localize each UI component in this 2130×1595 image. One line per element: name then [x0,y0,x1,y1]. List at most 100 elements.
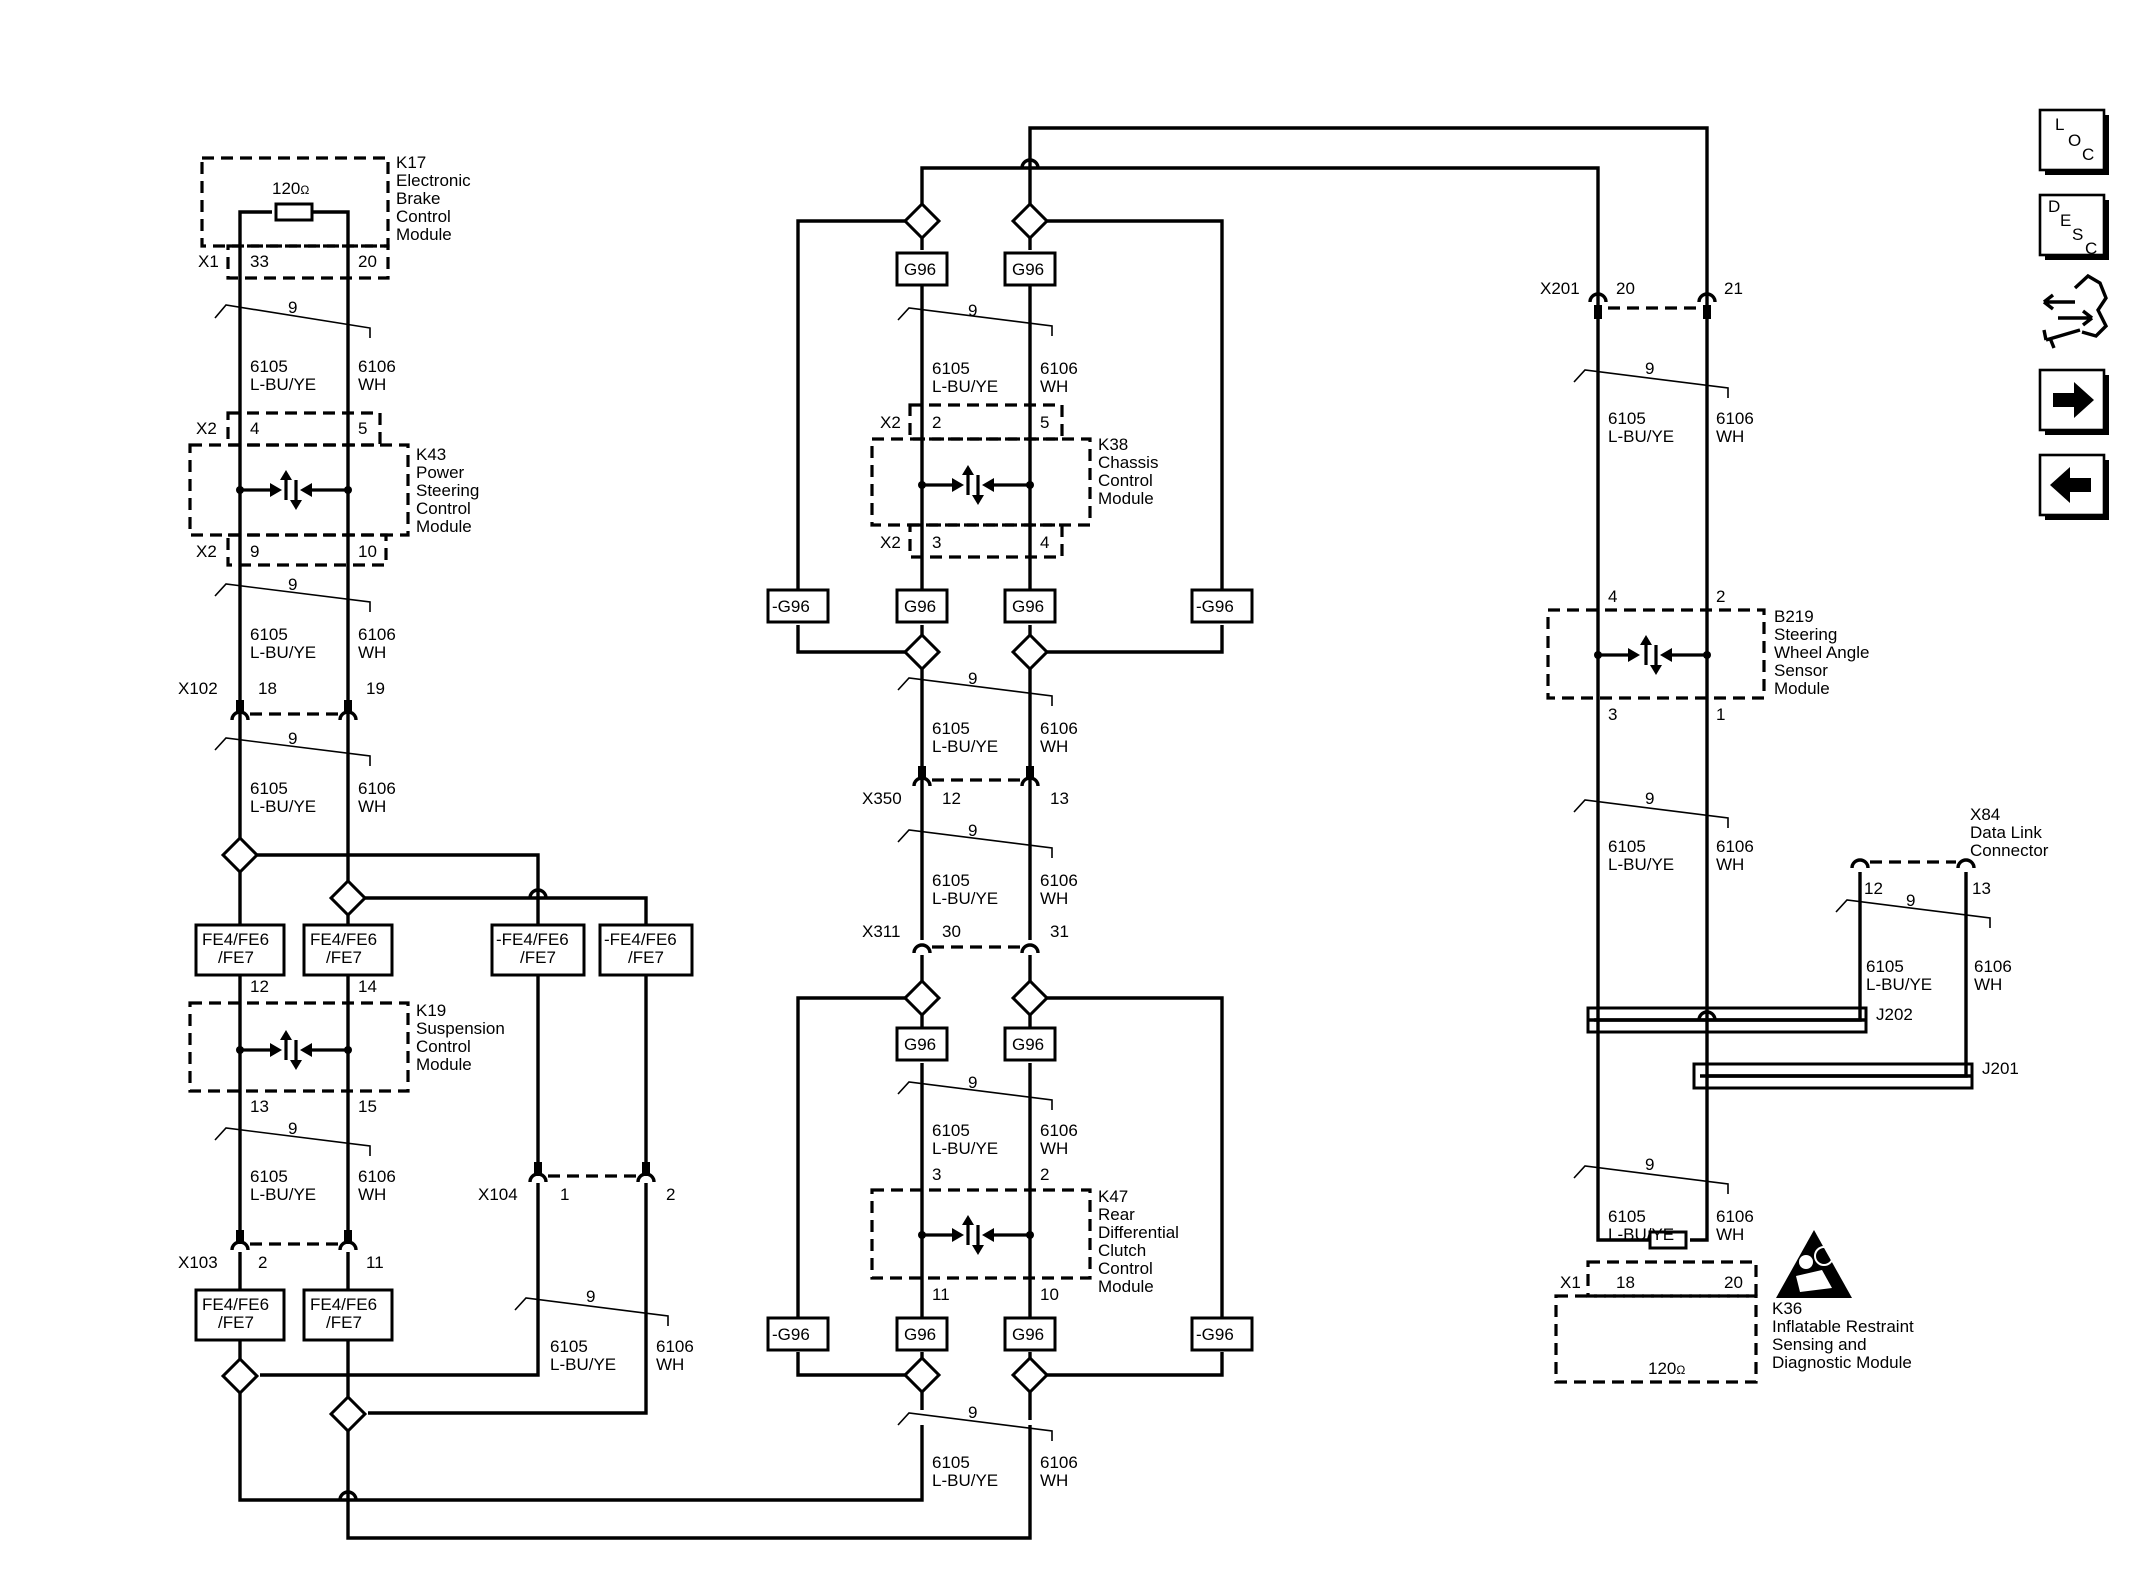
svg-text:6105: 6105 [250,1167,288,1186]
svg-text:6105: 6105 [550,1337,588,1356]
desc-button[interactable]: D E S C [2038,193,2109,260]
svg-text:/FE7: /FE7 [218,948,254,967]
svg-text:6106: 6106 [1040,871,1078,890]
svg-text:6106: 6106 [1040,359,1078,378]
right-column-wiring [1588,318,1968,1250]
svg-text:G96: G96 [1012,1325,1044,1344]
svg-text:13: 13 [1050,789,1069,808]
resistor-value: 120Ω [272,179,309,198]
svg-text:6105: 6105 [932,359,970,378]
svg-text:19: 19 [366,679,385,698]
svg-text:6105: 6105 [932,1121,970,1140]
svg-text:12: 12 [942,789,961,808]
svg-text:6106: 6106 [1040,1121,1078,1140]
next-page-button[interactable] [2038,368,2109,435]
previous-page-button[interactable] [2038,453,2109,520]
svg-text:2: 2 [258,1253,267,1272]
svg-text:9: 9 [288,298,297,317]
svg-text:6106: 6106 [358,357,396,376]
svg-text:Sensing and: Sensing and [1772,1335,1867,1354]
svg-text:L-BU/YE: L-BU/YE [1608,855,1674,874]
svg-text:9: 9 [968,821,977,840]
svg-text:2: 2 [1040,1165,1049,1184]
svg-text:L-BU/YE: L-BU/YE [550,1355,616,1374]
k47-module: K47 Rear Differential Clutch Control Mod… [870,1165,1179,1304]
svg-text:L-BU/YE: L-BU/YE [932,737,998,756]
svg-text:9: 9 [1906,891,1915,910]
svg-text:J202: J202 [1876,1005,1913,1024]
svg-text:Sensor: Sensor [1774,661,1828,680]
svg-text:L-BU/YE: L-BU/YE [1608,1225,1674,1244]
svg-text:J201: J201 [1982,1059,2019,1078]
svg-text:13: 13 [250,1097,269,1116]
svg-text:Module: Module [416,517,472,536]
svg-text:WH: WH [1974,975,2002,994]
svg-text:X2: X2 [196,419,217,438]
j202-splice-pack: J202 [1586,1005,1913,1034]
svg-text:Control: Control [1098,471,1153,490]
bus-transceiver-icon [1594,635,1711,675]
svg-text:3: 3 [932,533,941,552]
svg-text:12: 12 [250,977,269,996]
svg-text:31: 31 [1050,922,1069,941]
desc-letter-c: C [2085,239,2097,258]
svg-text:-G96: -G96 [1196,1325,1234,1344]
g96-tags: G96 G96 -G96 G96 G96 -G96 G96 G96 -G96 G… [766,251,1254,1352]
svg-text:K36: K36 [1772,1299,1802,1318]
svg-text:K19: K19 [416,1001,446,1020]
svg-text:/FE7: /FE7 [520,948,556,967]
svg-text:Steering: Steering [1774,625,1837,644]
svg-text:11: 11 [366,1253,384,1272]
k17-id: K17 [396,153,426,172]
loc-letter-c: C [2082,145,2094,164]
k17-name-3: Control [396,207,451,226]
svg-text:G96: G96 [1012,597,1044,616]
svg-text:6105: 6105 [250,625,288,644]
svg-text:WH: WH [1716,427,1744,446]
svg-text:X201: X201 [1540,279,1580,298]
svg-text:9: 9 [586,1287,595,1306]
svg-text:FE4/FE6: FE4/FE6 [310,1295,377,1314]
svg-text:K43: K43 [416,445,446,464]
svg-text:9: 9 [288,729,297,748]
svg-text:L-BU/YE: L-BU/YE [250,375,316,394]
svg-text:6106: 6106 [1716,1207,1754,1226]
k17-name-4: Module [396,225,452,244]
svg-text:WH: WH [358,375,386,394]
svg-text:L-BU/YE: L-BU/YE [932,889,998,908]
svg-text:L-BU/YE: L-BU/YE [932,1139,998,1158]
svg-text:Clutch: Clutch [1098,1241,1146,1260]
svg-text:Power: Power [416,463,465,482]
svg-text:Diagnostic Module: Diagnostic Module [1772,1353,1912,1372]
svg-text:G96: G96 [1012,1035,1044,1054]
svg-text:Rear: Rear [1098,1205,1135,1224]
x104-connector: X104 1 2 [478,1162,675,1204]
svg-text:Wheel Angle: Wheel Angle [1774,643,1869,662]
svg-text:/FE7: /FE7 [326,948,362,967]
x350-connector: X350 12 13 [862,766,1069,808]
svg-text:X103: X103 [178,1253,218,1272]
x84-connector: X84 Data Link Connector 12 13 [1850,805,2049,898]
svg-text:WH: WH [358,1185,386,1204]
svg-text:6105: 6105 [1608,837,1646,856]
svg-text:WH: WH [358,797,386,816]
connector-tool-icon[interactable] [2042,273,2109,349]
svg-text:Control: Control [1098,1259,1153,1278]
svg-text:WH: WH [656,1355,684,1374]
svg-text:6106: 6106 [1040,1453,1078,1472]
k17-pin-a: 33 [250,252,269,271]
svg-text:9: 9 [1645,789,1654,808]
svg-text:6106: 6106 [1716,837,1754,856]
svg-text:6105: 6105 [932,1453,970,1472]
svg-text:WH: WH [1040,889,1068,908]
svg-text:L-BU/YE: L-BU/YE [1866,975,1932,994]
svg-text:Inflatable Restraint: Inflatable Restraint [1772,1317,1914,1336]
svg-text:FE4/FE6: FE4/FE6 [202,1295,269,1314]
loc-button[interactable]: L O C [2038,108,2109,175]
svg-text:X311: X311 [862,922,900,941]
